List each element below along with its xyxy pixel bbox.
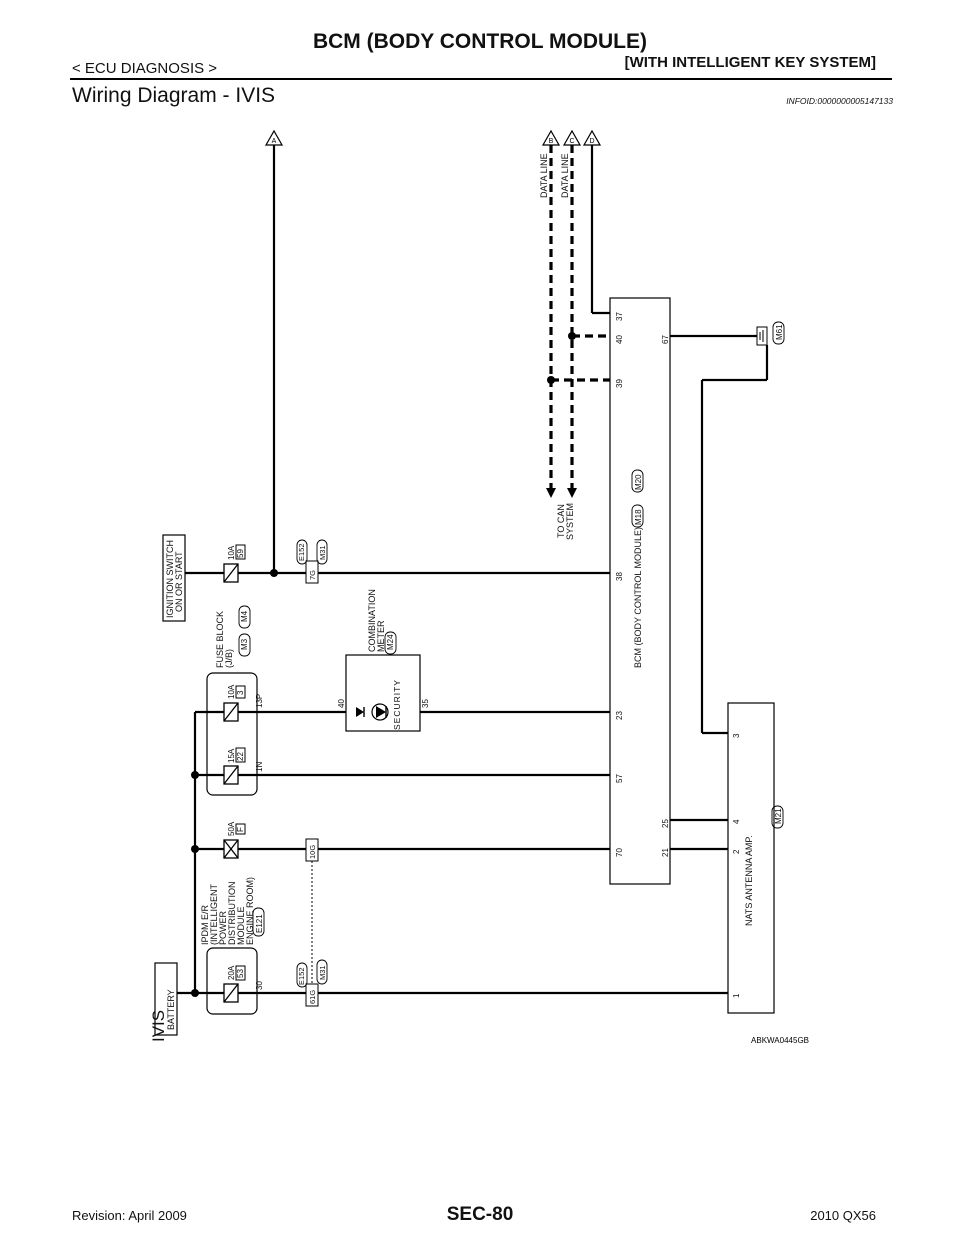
fuse-block-connector-m3: M3 (240, 638, 249, 650)
nats-pin-2: 2 (732, 849, 741, 854)
header-section-label: < ECU DIAGNOSIS > (72, 60, 218, 77)
connection-letter-c: C (569, 138, 574, 145)
fuse-20a-number: 53 (236, 969, 245, 978)
bcm-connector-m18: M18 (634, 509, 643, 525)
bcm-pin-21: 21 (661, 848, 670, 857)
meter-security-label: SECURITY (392, 679, 402, 730)
fuse-15a-number: 22 (236, 752, 245, 761)
battery-label: BATTERY (166, 989, 176, 1030)
nats-antenna-label: NATS ANTENNA AMP. (744, 835, 754, 926)
meter-pin-35: 35 (421, 699, 430, 708)
terminal-10g: 10G (308, 845, 317, 859)
footer-page-number: SEC-80 (446, 1204, 514, 1225)
connection-letter-b: B (549, 138, 554, 145)
bcm-pin-39: 39 (615, 379, 624, 388)
fuse-block-label-1: FUSE BLOCK (215, 611, 225, 668)
meter-label-2: METER (376, 620, 386, 652)
info-id: INFOID:0000000005147133 (786, 96, 893, 106)
fuse-50a-number: F (236, 827, 245, 832)
terminal-13p: 13P (255, 694, 264, 708)
section-title: Wiring Diagram - IVIS (72, 84, 276, 107)
bcm-pin-23: 23 (615, 711, 624, 720)
page-header-title: BCM (BODY CONTROL MODULE) (312, 30, 648, 53)
bcm-pin-38: 38 (615, 572, 624, 581)
terminal-30: 30 (255, 981, 264, 990)
header-rule (70, 78, 892, 80)
can-system-label-2: SYSTEM (565, 503, 575, 540)
meter-label-1: COMBINATION (367, 589, 377, 652)
footer-revision: Revision: April 2009 (72, 1208, 187, 1223)
connector-m31-upper: M31 (318, 545, 327, 560)
footer-model: 2010 QX56 (810, 1208, 876, 1223)
fuse-block-connector-m4: M4 (240, 610, 249, 622)
ipdm-label-4: DISTRIBUTION (227, 881, 237, 945)
fuse-block-label-2: (J/B) (224, 649, 234, 668)
header-system-label: [WITH INTELLIGENT KEY SYSTEM] (624, 54, 876, 71)
bcm-pin-25: 25 (661, 819, 670, 828)
fuse-10a-ign-number: 59 (236, 549, 245, 558)
meter-pin-40: 40 (337, 699, 346, 708)
fuse-50a-rating: 50A (227, 821, 236, 836)
fuse-10a-jb-number: 3 (236, 690, 245, 695)
fuse-20a-rating: 20A (227, 965, 236, 980)
diagram-title: IVIS (149, 1010, 168, 1042)
meter-connector: M24 (386, 634, 395, 650)
ipdm-label-3: POWER (218, 910, 228, 945)
connection-letter-d: D (589, 138, 594, 145)
can-system-label-1: TO CAN (556, 504, 566, 538)
fuse-10a-jb-rating: 10A (227, 684, 236, 699)
ipdm-label-5: MODULE (236, 906, 246, 945)
ignition-switch-label: IGNITION SWITCH (165, 540, 175, 618)
ipdm-connector: E121 (255, 914, 264, 933)
bcm-connector-m20: M20 (634, 474, 643, 490)
bcm-pin-37: 37 (615, 312, 624, 321)
connection-letter-a: A (272, 138, 277, 145)
fuse-15a-rating: 15A (227, 748, 236, 763)
nats-pin-3: 3 (732, 733, 741, 738)
terminal-1n: 1N (255, 762, 264, 772)
bcm-pin-40: 40 (615, 335, 624, 344)
connector-m31-lower: M31 (318, 965, 327, 980)
terminal-7g: 7G (308, 570, 317, 580)
ipdm-label-6: ENGINE ROOM) (245, 877, 255, 945)
nats-pin-4: 4 (732, 819, 741, 824)
data-line-label-1: DATA LINE (539, 153, 549, 198)
fuse-10a-ign-rating: 10A (227, 545, 236, 560)
terminal-61g: 61G (308, 990, 317, 1004)
bcm-pin-70: 70 (615, 848, 624, 857)
data-line-label-2: DATA LINE (560, 153, 570, 198)
bcm-pin-67: 67 (661, 335, 670, 344)
connector-e152-upper: E152 (297, 543, 306, 561)
ipdm-label-1: IPDM E/R (200, 904, 210, 945)
drawing-code: ABKWA0445GB (751, 1036, 809, 1045)
nats-connector: M21 (774, 808, 783, 824)
bcm-pin-57: 57 (615, 774, 624, 783)
ignition-switch-state: ON OR START (174, 551, 184, 612)
connector-e152-lower: E152 (297, 967, 306, 985)
ipdm-label-2: (INTELLIGENT (209, 883, 219, 945)
bcm-label: BCM (BODY CONTROL MODULE) (633, 527, 643, 668)
nats-pin-1: 1 (732, 993, 741, 998)
ground-connector: M61 (775, 324, 784, 340)
